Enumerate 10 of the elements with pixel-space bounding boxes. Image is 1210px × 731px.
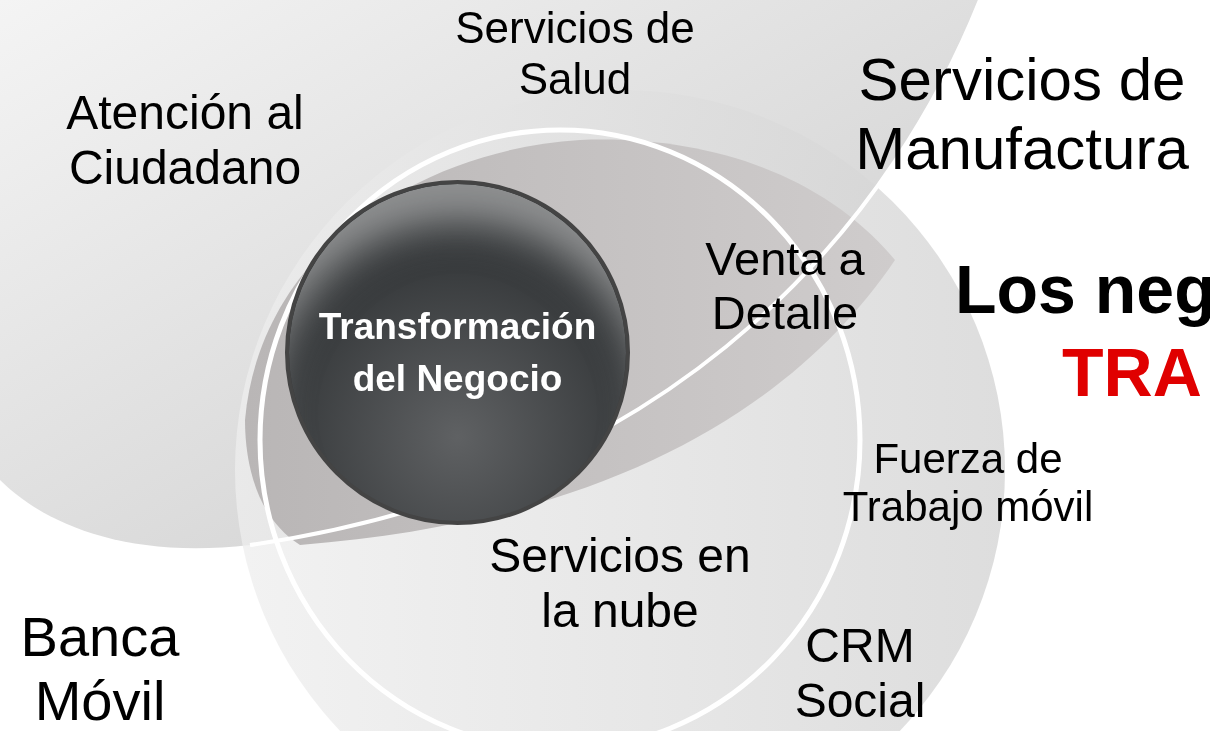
segment-label: Banca Móvil <box>19 605 181 731</box>
segment-label: Fuerza de Trabajo móvil <box>841 435 1095 532</box>
segment-label: Atención al Ciudadano <box>65 85 305 196</box>
segment-label: Servicios de Manufactura <box>854 45 1190 183</box>
segment-label: Servicios en la nube <box>488 528 752 639</box>
segment-label: Servicios de Salud <box>454 3 696 105</box>
headline-text: TRA <box>1062 333 1202 412</box>
node-title: Transformación del Negocio <box>317 304 598 401</box>
segment-label: Venta a Detalle <box>704 232 866 341</box>
segment-label: CRM Social <box>793 618 927 729</box>
